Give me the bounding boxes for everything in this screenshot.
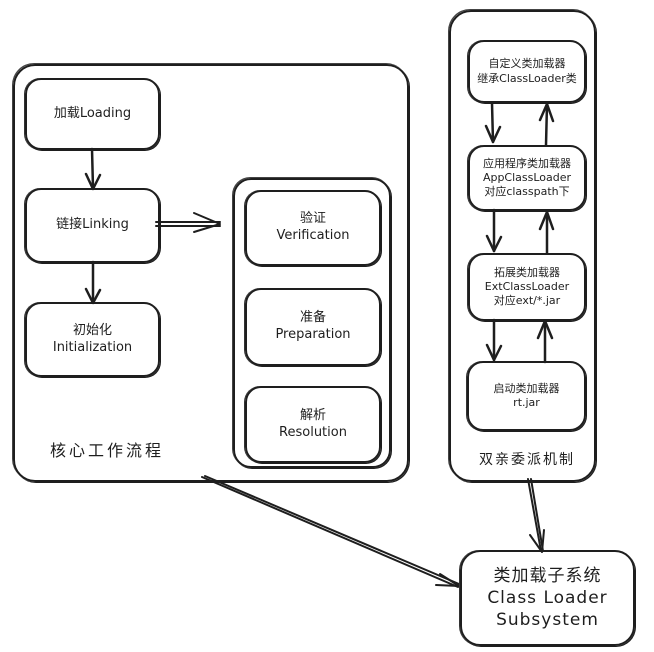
substep-preparation-cn: 准备 xyxy=(299,310,326,326)
loader-extension[interactable]: 拓展类加载器 ExtClassLoader 对应ext/*.jar xyxy=(468,253,586,321)
loader-custom-line1: 自定义类加载器 xyxy=(488,57,566,71)
loader-custom[interactable]: 自定义类加载器 继承ClassLoader类 xyxy=(468,40,586,103)
substep-resolution[interactable]: 解析 Resolution xyxy=(245,386,381,463)
substep-verification[interactable]: 验证 Verification xyxy=(245,190,381,266)
substep-preparation[interactable]: 准备 Preparation xyxy=(245,288,381,366)
subsystem-en-line2: Subsystem xyxy=(496,610,599,631)
loader-extension-line3: 对应ext/*.jar xyxy=(493,294,561,308)
core-workflow-group xyxy=(13,64,409,482)
step-initialization-en: Initialization xyxy=(52,339,133,355)
core-workflow-label: 核心工作流程 xyxy=(50,441,165,460)
loader-extension-line2: ExtClassLoader xyxy=(484,279,570,293)
parent-delegation-group xyxy=(449,10,596,482)
loader-bootstrap-line1: 启动类加载器 xyxy=(493,381,560,395)
substep-verification-en: Verification xyxy=(276,228,350,243)
arrow-core-to-subsystem xyxy=(201,475,460,588)
subsystem-cn: 类加载子系统 xyxy=(493,565,602,586)
parent-delegation-label: 双亲委派机制 xyxy=(479,452,575,468)
arrow-delegation-to-subsystem xyxy=(527,478,545,553)
loader-application-line2: AppClassLoader xyxy=(482,170,572,184)
step-linking[interactable]: 链接Linking xyxy=(25,188,160,263)
linking-substeps-group xyxy=(233,178,391,468)
loader-application-line3: 对应classpath下 xyxy=(484,185,570,199)
substep-resolution-cn: 解析 xyxy=(299,407,326,423)
substep-verification-cn: 验证 xyxy=(299,211,326,227)
step-initialization[interactable]: 初始化 Initialization xyxy=(25,302,160,377)
loader-application[interactable]: 应用程序类加载器 AppClassLoader 对应classpath下 xyxy=(468,145,586,211)
subsystem-en-line1: Class Loader xyxy=(487,587,608,608)
loader-bootstrap[interactable]: 启动类加载器 rt.jar xyxy=(467,361,586,431)
class-loader-subsystem[interactable]: 类加载子系统 Class Loader Subsystem xyxy=(460,550,635,646)
substep-resolution-en: Resolution xyxy=(279,424,347,440)
step-loading-label: 加载Loading xyxy=(53,105,132,121)
loader-bootstrap-line2: rt.jar xyxy=(513,396,540,409)
loader-custom-line2: 继承ClassLoader类 xyxy=(477,71,577,85)
loader-application-line1: 应用程序类加载器 xyxy=(483,156,571,170)
substep-preparation-en: Preparation xyxy=(275,327,351,342)
loader-extension-line1: 拓展类加载器 xyxy=(494,265,560,279)
step-initialization-cn: 初始化 xyxy=(72,322,112,338)
step-loading[interactable]: 加载Loading xyxy=(25,78,160,150)
step-linking-label: 链接Linking xyxy=(56,217,129,233)
